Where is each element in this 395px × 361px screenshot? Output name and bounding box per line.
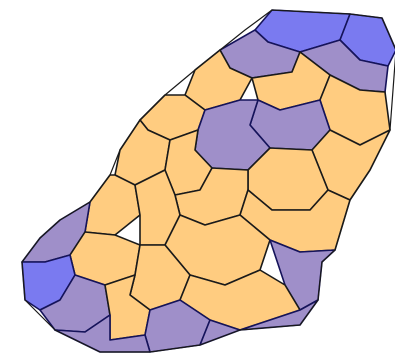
face-orange-11	[85, 175, 140, 235]
faces-layer	[22, 10, 395, 352]
